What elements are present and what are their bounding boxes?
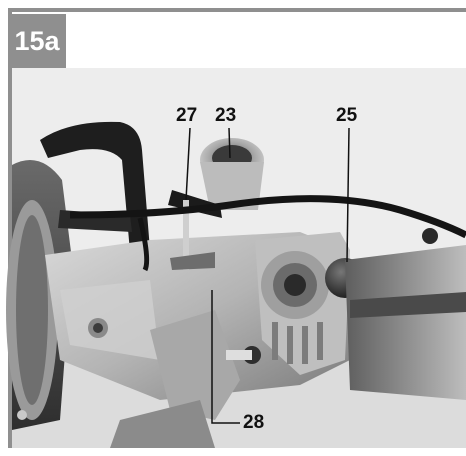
callout-23: 23 [215, 105, 237, 126]
rail-screw [422, 228, 438, 244]
figure-label: 15a [8, 14, 66, 68]
blade-guard [150, 310, 240, 420]
arm-bolt-center [93, 323, 103, 333]
power-cable [69, 195, 466, 239]
rail-groove [350, 292, 466, 318]
gear-cover-center [284, 274, 306, 296]
blade-edge [110, 400, 215, 448]
motor-inner [16, 215, 48, 405]
side-rail [345, 245, 466, 400]
leader-28 [211, 290, 240, 424]
callout-27: 27 [176, 105, 198, 126]
adjust-screw-shaft [226, 350, 252, 360]
lever-bracket [170, 252, 215, 270]
lever-rod [183, 200, 189, 270]
cable-branch [137, 217, 150, 272]
leader-25 [346, 127, 350, 263]
frame-top-line [8, 8, 466, 12]
leader-23 [228, 127, 231, 159]
dust-port-body [200, 162, 264, 210]
housing-ribs [272, 322, 323, 364]
arm-panel [60, 280, 160, 360]
callout-25: 25 [336, 105, 358, 126]
callout-28: 28 [243, 412, 265, 433]
saw-handle [40, 121, 150, 253]
frame-left-line [8, 8, 12, 448]
motor-screw [17, 410, 27, 420]
leader-27 [185, 127, 191, 201]
